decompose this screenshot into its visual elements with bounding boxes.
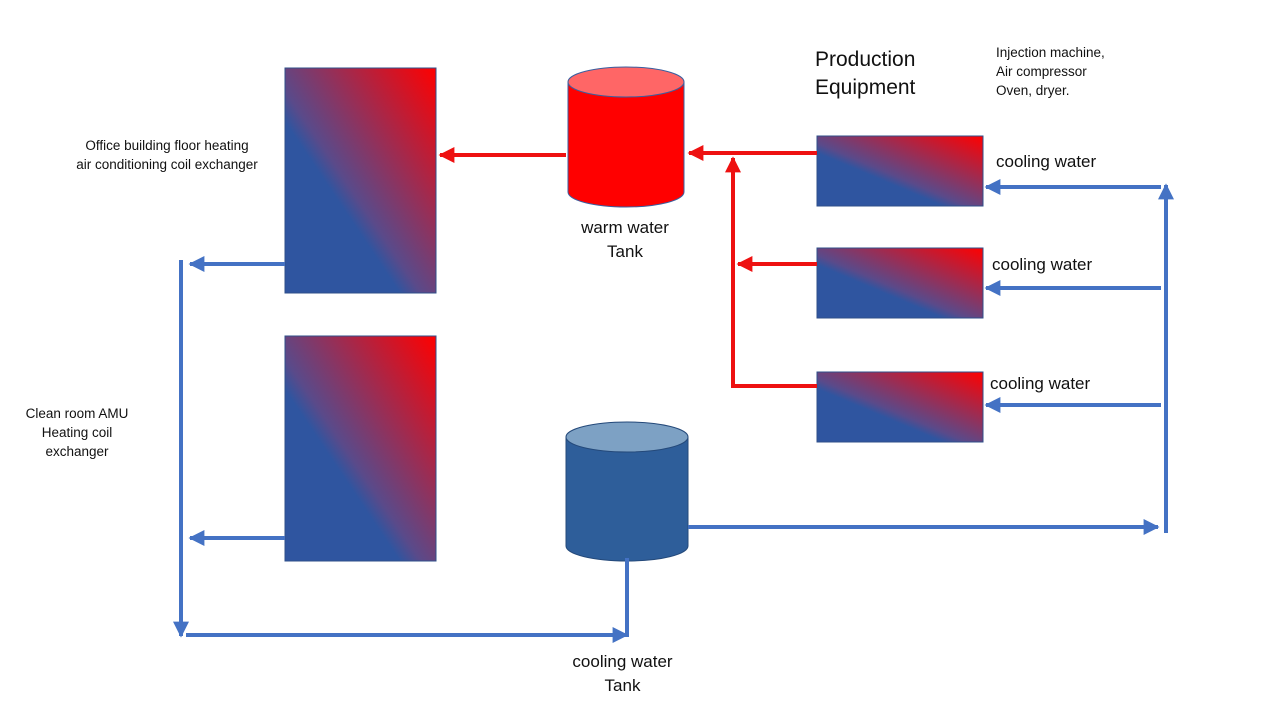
office-exchanger-label-line-1: Office building floor heating — [85, 138, 249, 153]
office-exchanger-label: Office building floor heating air condit… — [62, 136, 272, 174]
office-exchanger-label-line-2: air conditioning coil exchanger — [76, 157, 258, 172]
warm-tank-label-line-1: warm water — [581, 218, 669, 237]
cooling-water-label-2: cooling water — [992, 255, 1093, 274]
cooling-tank-label-line-1: cooling water — [572, 652, 673, 671]
production-equipment-title: Production Equipment — [815, 46, 915, 102]
production-title-line-2: Equipment — [815, 76, 916, 99]
production-equipment-2 — [816, 247, 984, 319]
cool-tank-body — [565, 436, 689, 562]
cooling-tank-label-line-2: Tank — [604, 676, 641, 695]
clean-room-label-line-3: exchanger — [45, 444, 109, 459]
warm-tank-label-line-2: Tank — [607, 242, 643, 261]
warm-water-tank — [567, 66, 685, 208]
warm-tank-label: warm water Tank — [560, 216, 690, 264]
cooling-water-label-3: cooling water — [990, 374, 1091, 393]
hot-water-pipes — [438, 145, 817, 388]
equipment-list-item-3: Oven, dryer. — [996, 83, 1070, 98]
cooling-water-tank — [565, 421, 689, 562]
equipment-list-item-2: Air compressor — [996, 64, 1087, 79]
production-equipment-3 — [816, 371, 984, 443]
clean-room-exchanger-label: Clean room AMU Heating coil exchanger — [18, 404, 136, 461]
cooling-water-label-1: cooling water — [996, 152, 1097, 171]
production-title-line-1: Production — [815, 48, 916, 71]
warm-tank-top — [567, 66, 685, 98]
office-heat-exchanger — [284, 67, 437, 294]
clean-room-label-line-2: Heating coil — [41, 425, 113, 440]
warm-tank-body — [567, 81, 685, 208]
equipment-list: Injection machine, Air compressor Oven, … — [996, 43, 1105, 100]
clean-room-label-line-1: Clean room AMU — [25, 406, 129, 421]
cool-tank-top — [565, 421, 689, 453]
equipment-list-item-1: Injection machine, — [996, 45, 1105, 60]
cooling-tank-label: cooling water Tank — [555, 650, 690, 698]
production-equipment-1 — [816, 135, 984, 207]
cold-water-pipes — [173, 179, 1174, 643]
clean-room-heat-exchanger — [284, 335, 437, 562]
